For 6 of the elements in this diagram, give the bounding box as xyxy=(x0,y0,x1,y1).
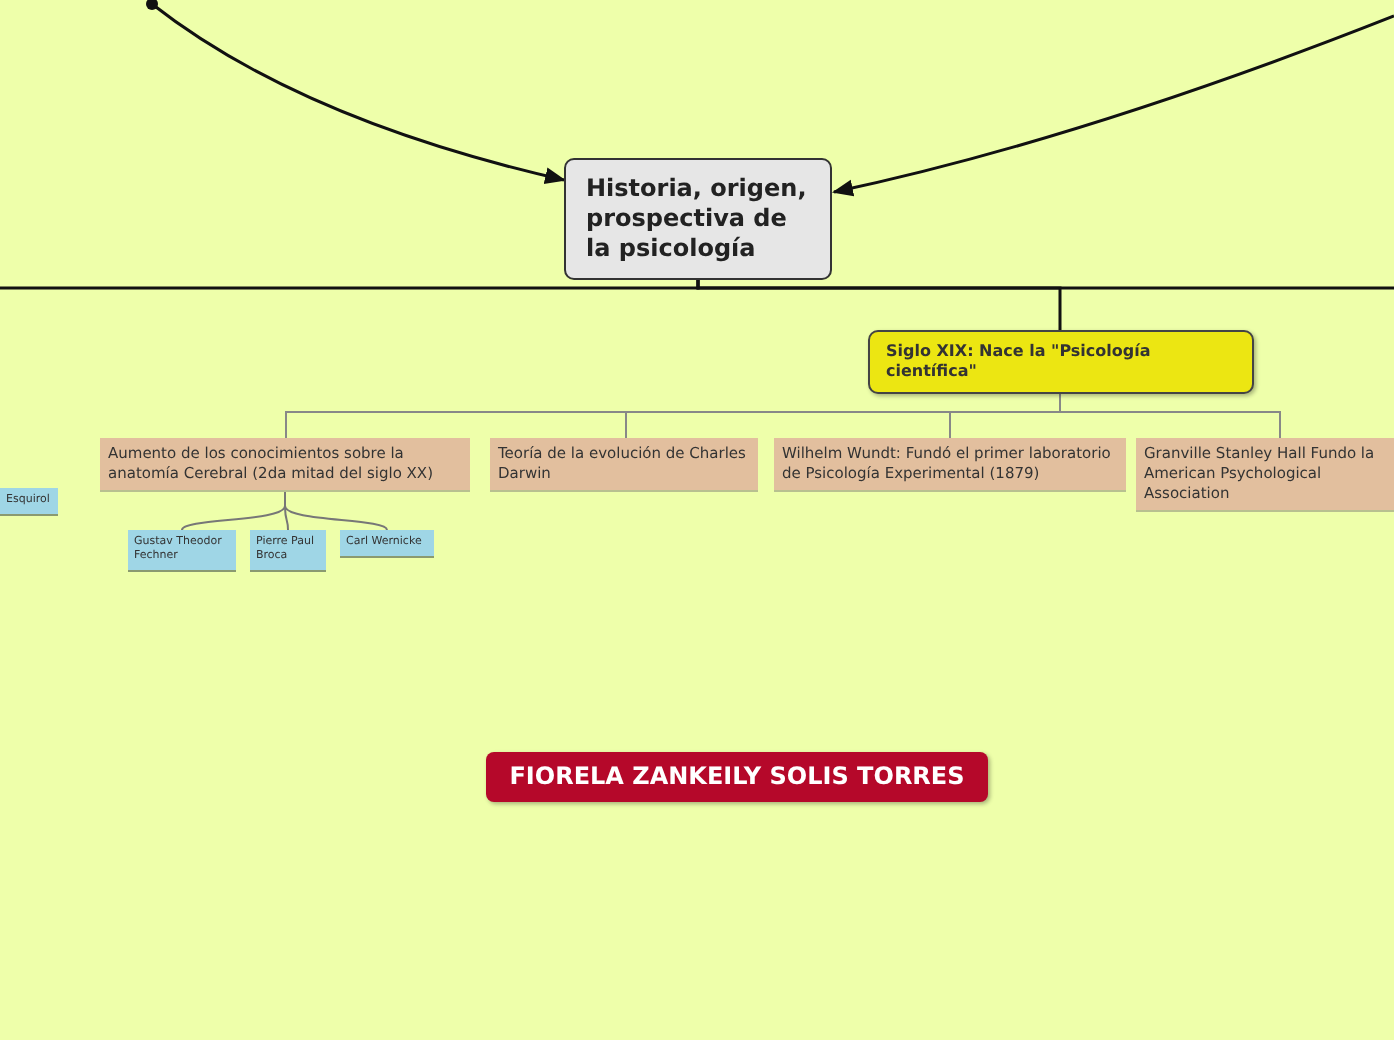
arrow xyxy=(831,14,1394,197)
central-topic-box: Historia, origen, prospectiva de la psicología xyxy=(564,158,832,280)
main-topic-box: Siglo XIX: Nace la "Psicología científica" xyxy=(868,330,1254,394)
arrow xyxy=(146,0,567,184)
connector-line xyxy=(696,280,1394,290)
title-banner: FIORELA ZANKEILY SOLIS TORRES xyxy=(486,752,988,802)
